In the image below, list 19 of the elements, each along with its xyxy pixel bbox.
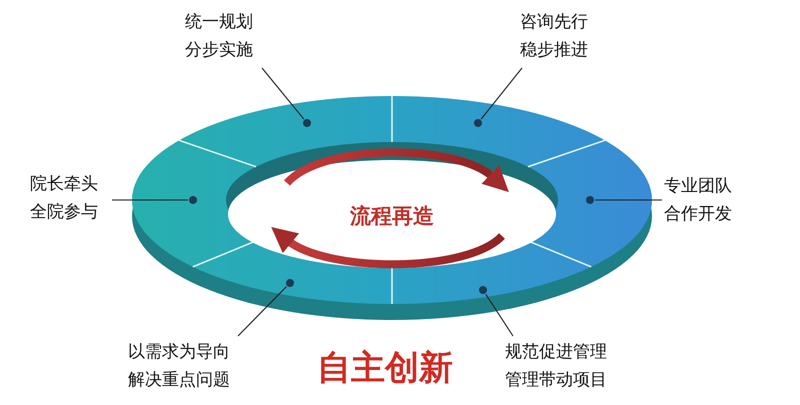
- leader-line: [238, 286, 287, 336]
- label-text: 专业团队: [664, 175, 733, 198]
- label-text: 院长牵头: [30, 173, 99, 196]
- leader-line: [485, 294, 514, 336]
- label-text: 解决重点问题: [128, 369, 231, 392]
- label-text: 统一规划: [185, 11, 254, 34]
- leader-line: [262, 68, 304, 120]
- label-text: 管理带动项目: [505, 369, 608, 392]
- leader-line: [112, 199, 188, 201]
- leader-line: [480, 68, 522, 120]
- label-text: 以需求为导向: [128, 341, 231, 364]
- label-text: 稳步推进: [520, 39, 589, 62]
- center-title: 流程再造: [348, 203, 435, 230]
- label-text: 合作开发: [664, 203, 733, 226]
- label-text: 全院参与: [30, 201, 99, 224]
- label-text: 规范促进管理: [505, 341, 608, 364]
- label-text: 咨询先行: [520, 11, 589, 34]
- label-text: 分步实施: [185, 39, 254, 62]
- bottom-title: 自主创新: [316, 347, 454, 390]
